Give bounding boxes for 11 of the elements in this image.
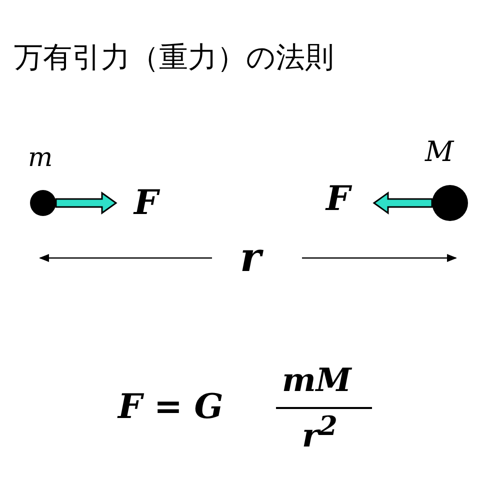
distance-symbol: r (240, 238, 262, 278)
mass-label: m (28, 145, 53, 171)
force-symbol: F (134, 186, 158, 220)
formula-numerator: mM (282, 364, 352, 396)
mass-ball (30, 190, 56, 216)
formula-denominator: r$^{2}$ (302, 414, 338, 452)
title: 万有引力（重力）の法則 (14, 39, 334, 76)
force-symbol: F (326, 182, 350, 216)
mass-ball (432, 185, 468, 221)
formula-lhs: F = G (118, 390, 224, 424)
mass-label: M (425, 138, 454, 166)
